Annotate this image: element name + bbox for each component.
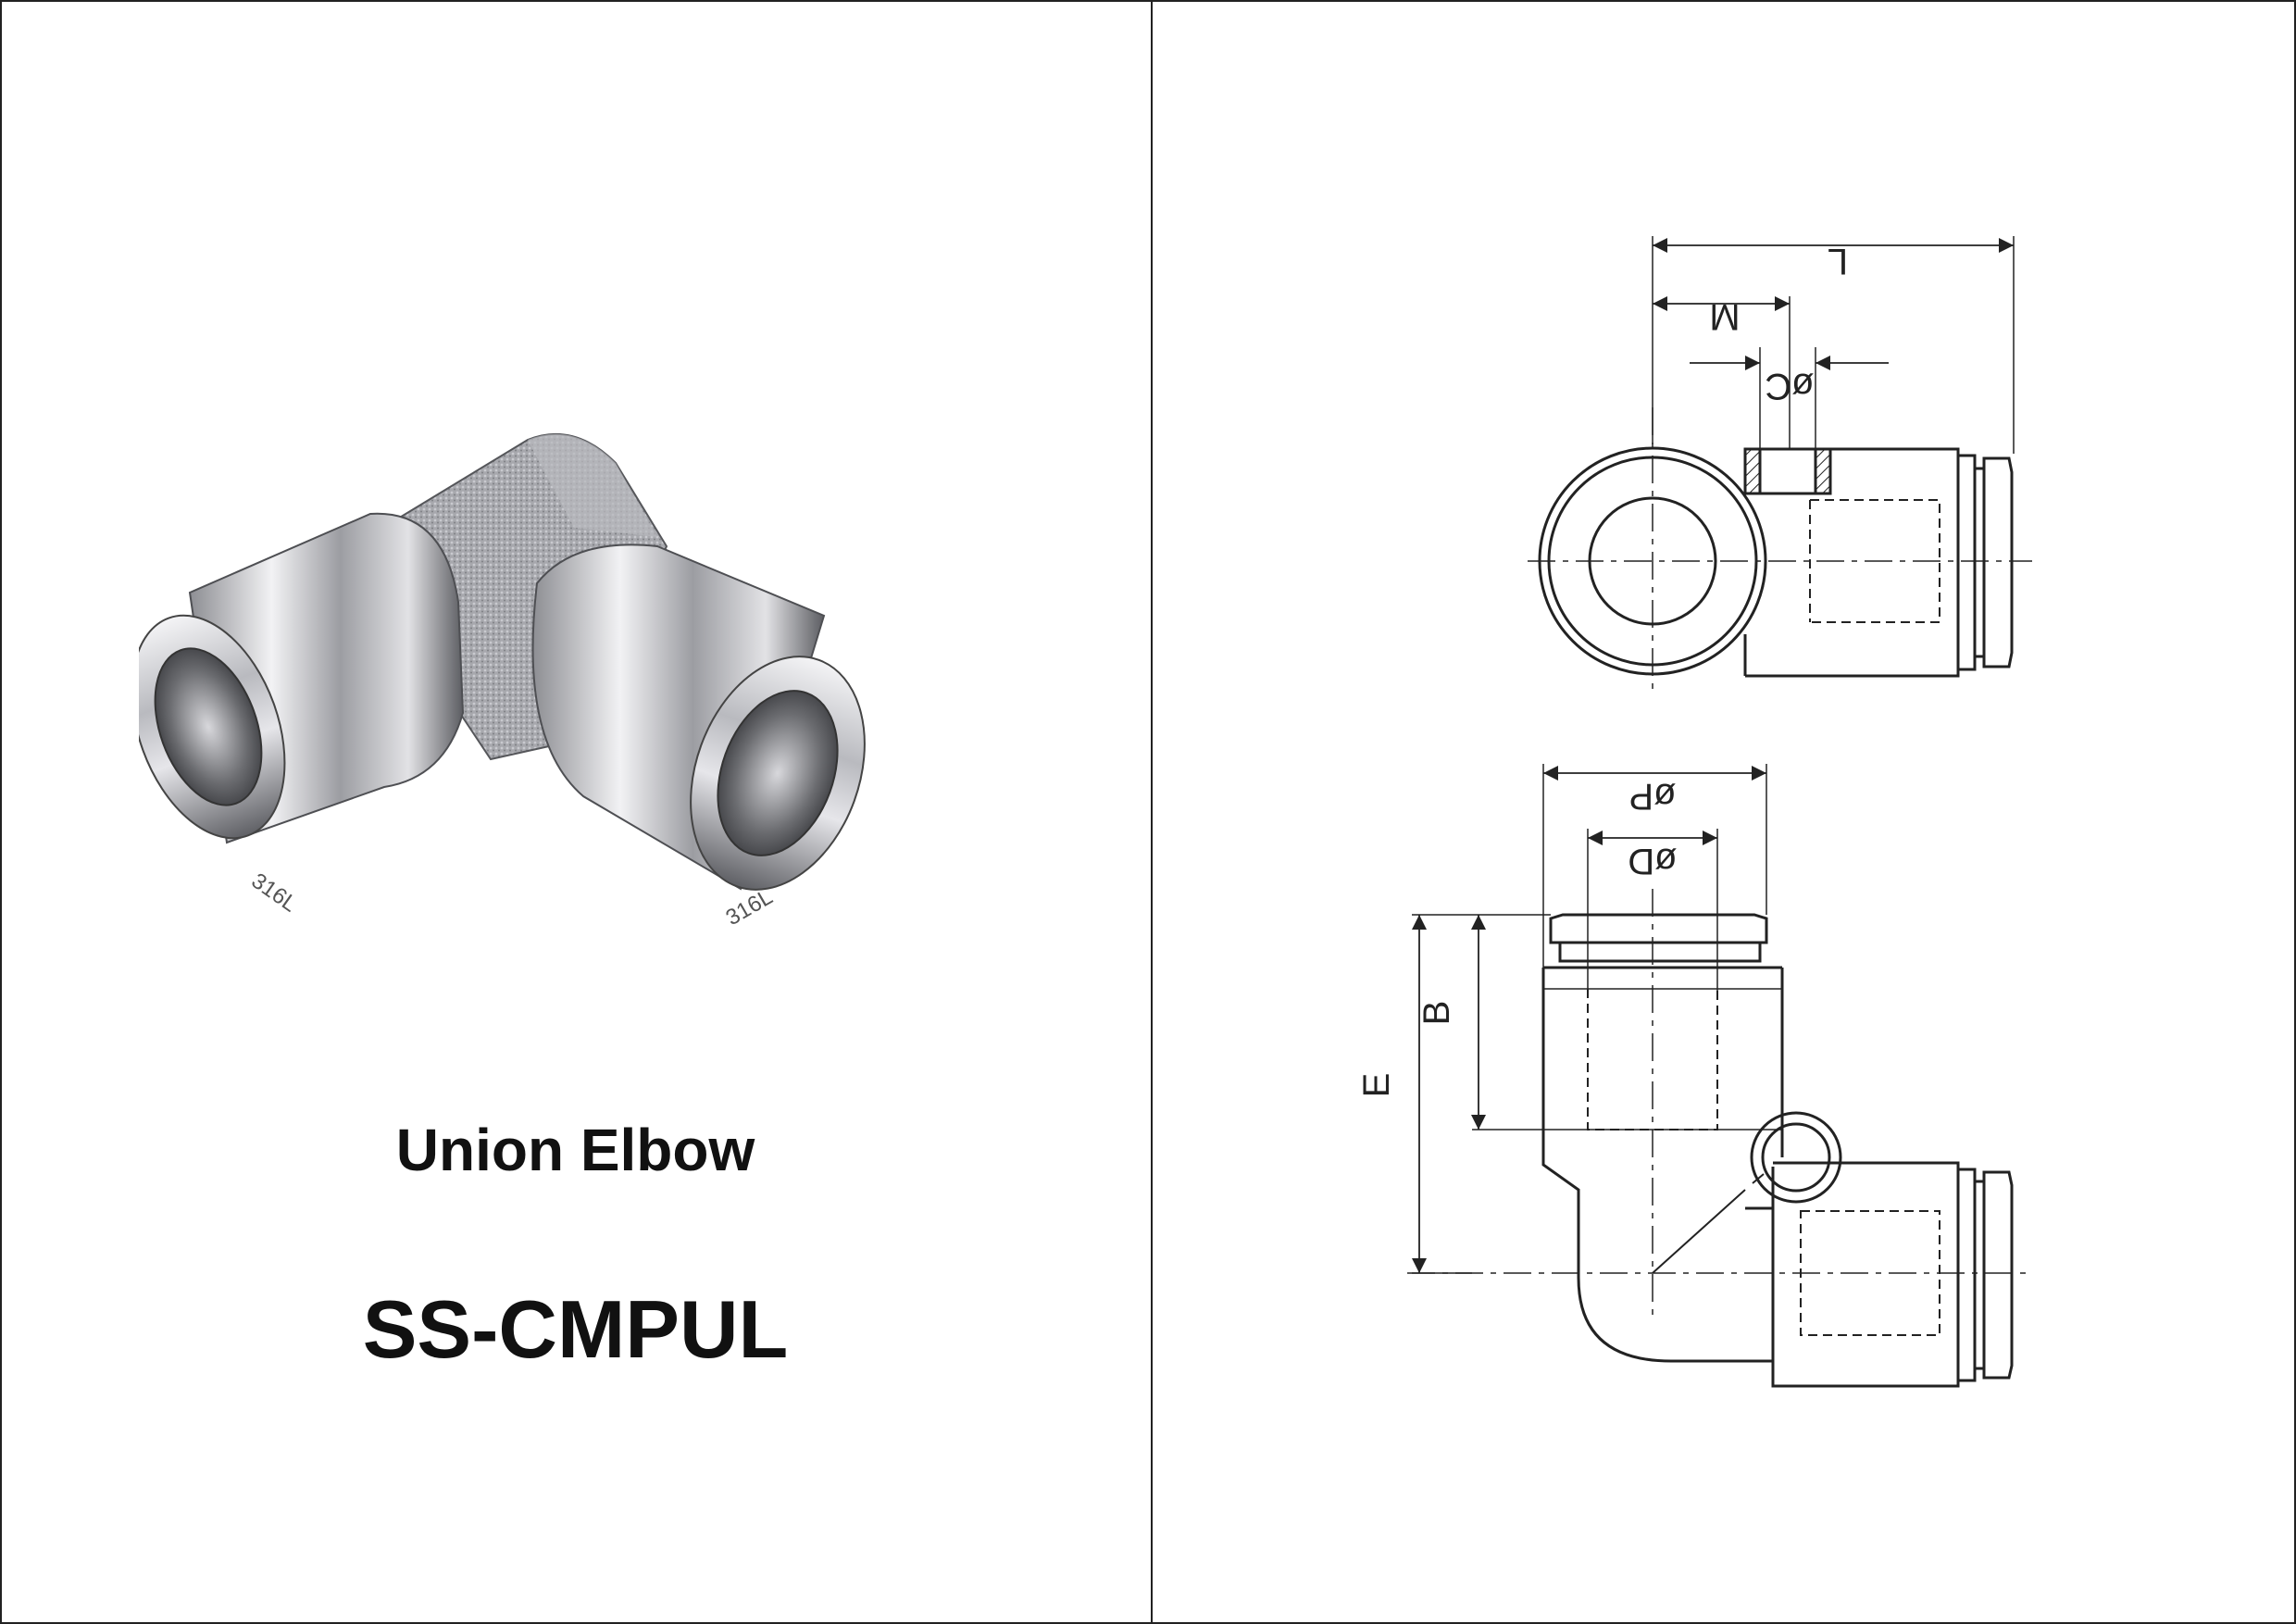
top-view <box>1528 407 2032 694</box>
label-c: øC <box>1765 366 1814 406</box>
drawing-panel: L M øC <box>1153 0 2296 1624</box>
engraving-left: 316L <box>247 868 302 918</box>
front-view <box>1407 889 2032 1388</box>
label-l: L <box>1828 241 1848 281</box>
dimension-e: E <box>1356 914 1472 1274</box>
panel-divider <box>1151 0 1153 1624</box>
label-p: øP <box>1628 776 1676 817</box>
technical-drawing: L M øC <box>1356 236 2032 1388</box>
product-panel: 316L 316L Union Elbow SS-CMPUL <box>139 432 866 1375</box>
dimension-l: L <box>1652 236 2015 454</box>
dimension-d: øD <box>1587 829 1718 991</box>
product-name: Union Elbow <box>395 1117 755 1183</box>
label-d: øD <box>1628 841 1677 881</box>
label-e: E <box>1356 1073 1397 1098</box>
dimension-p: øP <box>1542 764 1767 968</box>
union-elbow-photo: 316L 316L <box>139 432 866 931</box>
engraving-right: 316L <box>722 884 778 931</box>
dimension-c: øC <box>1690 347 1889 449</box>
dimension-b: B <box>1416 914 1551 1131</box>
dimension-m: M <box>1653 295 1791 449</box>
label-m: M <box>1709 296 1740 337</box>
product-code: SS-CMPUL <box>362 1283 789 1375</box>
label-b: B <box>1416 1001 1457 1026</box>
